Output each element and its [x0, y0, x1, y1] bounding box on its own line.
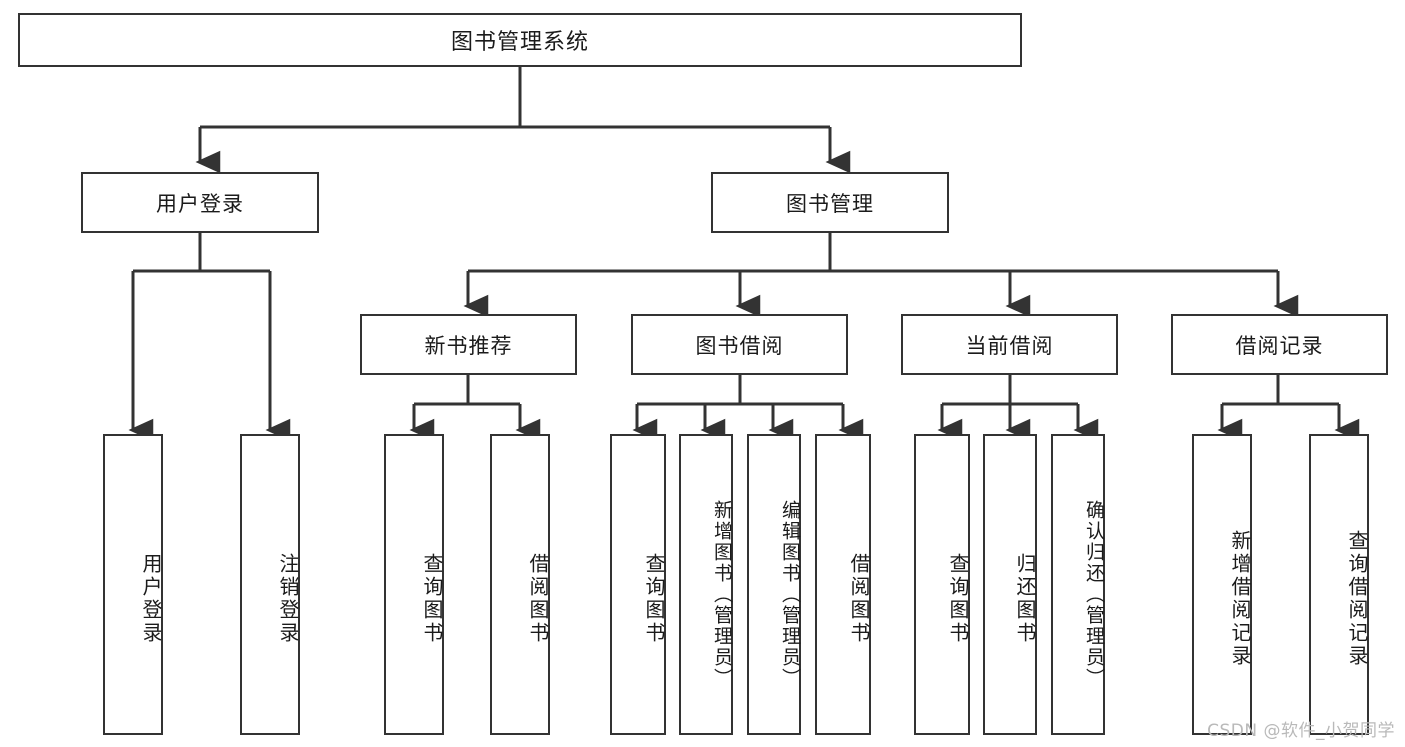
leaf-query-book-3-label: 查询图书 [946, 552, 970, 645]
node-new-book-recommend-label: 新书推荐 [424, 333, 513, 358]
leaf-borrow-book-2[interactable]: 借阅图书 [815, 434, 871, 735]
node-root-label: 图书管理系统 [450, 30, 589, 55]
leaf-query-book-1[interactable]: 查询图书 [384, 434, 444, 735]
leaf-logout[interactable]: 注销登录 [240, 434, 300, 735]
node-borrow-record-label: 借阅记录 [1235, 333, 1324, 358]
leaf-add-book[interactable]: 新增图书（管理员） [679, 434, 733, 735]
node-user-login-label: 用户登录 [156, 191, 244, 216]
leaf-return-book[interactable]: 归还图书 [983, 434, 1037, 735]
leaf-add-book-label: 新增图书（管理员） [711, 500, 733, 689]
leaf-user-login-label: 用户登录 [139, 552, 163, 645]
node-root[interactable]: 图书管理系统 [18, 13, 1022, 67]
csdn-watermark: CSDN @软件_小贺同学 [1207, 721, 1395, 741]
leaf-query-book-3[interactable]: 查询图书 [914, 434, 970, 735]
node-book-borrow-label: 图书借阅 [695, 333, 784, 358]
leaf-confirm-return-label: 确认归还（管理员） [1083, 500, 1105, 689]
leaf-confirm-return[interactable]: 确认归还（管理员） [1051, 434, 1105, 735]
node-book-manage[interactable]: 图书管理 [711, 172, 949, 233]
leaf-query-book-2[interactable]: 查询图书 [610, 434, 666, 735]
node-current-borrow[interactable]: 当前借阅 [901, 314, 1118, 375]
leaf-add-record[interactable]: 新增借阅记录 [1192, 434, 1252, 735]
leaf-borrow-book-2-label: 借阅图书 [847, 552, 871, 645]
leaf-borrow-book-1[interactable]: 借阅图书 [490, 434, 550, 735]
leaf-query-book-1-label: 查询图书 [420, 552, 444, 645]
leaf-borrow-book-1-label: 借阅图书 [526, 552, 550, 645]
node-borrow-record[interactable]: 借阅记录 [1171, 314, 1388, 375]
leaf-logout-label: 注销登录 [276, 552, 300, 645]
node-user-login[interactable]: 用户登录 [81, 172, 319, 233]
leaf-user-login[interactable]: 用户登录 [103, 434, 163, 735]
leaf-query-book-2-label: 查询图书 [642, 552, 666, 645]
node-new-book-recommend[interactable]: 新书推荐 [360, 314, 577, 375]
node-book-manage-label: 图书管理 [786, 191, 874, 216]
node-book-borrow[interactable]: 图书借阅 [631, 314, 848, 375]
leaf-query-record[interactable]: 查询借阅记录 [1309, 434, 1369, 735]
leaf-return-book-label: 归还图书 [1013, 552, 1037, 645]
leaf-edit-book[interactable]: 编辑图书（管理员） [747, 434, 801, 735]
leaf-query-record-label: 查询借阅记录 [1345, 529, 1369, 668]
leaf-add-record-label: 新增借阅记录 [1228, 529, 1252, 668]
node-current-borrow-label: 当前借阅 [965, 333, 1054, 358]
leaf-edit-book-label: 编辑图书（管理员） [779, 500, 801, 689]
